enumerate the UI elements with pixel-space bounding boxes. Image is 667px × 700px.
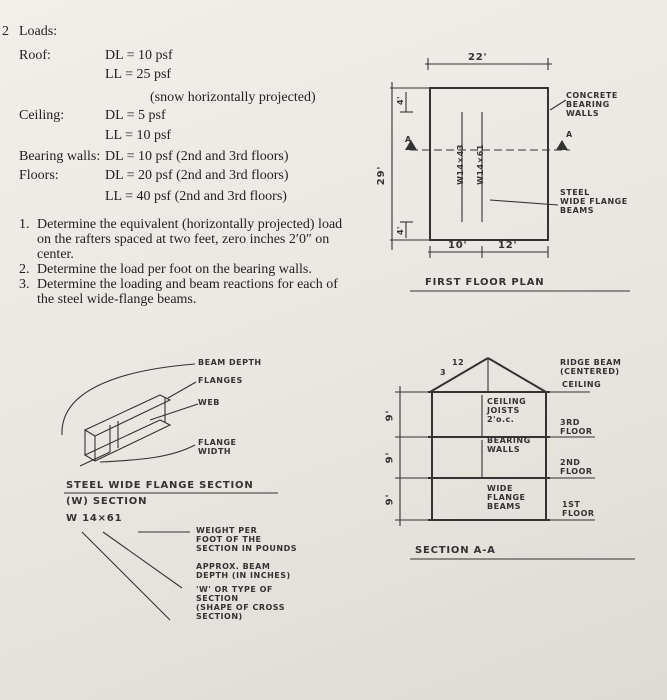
section-label-2nd: 2ND FLOOR (560, 458, 593, 476)
beam-label-flanges: FLANGES (198, 376, 243, 385)
roof-ll: LL = 25 psf (105, 67, 172, 82)
plan-dim-small-top: 4' (396, 95, 406, 106)
section-label-bearing: BEARING WALLS (487, 436, 531, 454)
plan-dim-bottom-right: 12' (498, 240, 518, 251)
beam-note-depth: APPROX. BEAM DEPTH (IN INCHES) (196, 562, 291, 580)
wide-flange-beam-drawing (61, 363, 278, 621)
section-label-1st: 1ST FLOOR (562, 500, 595, 518)
plan-dim-top: 22' (468, 52, 488, 63)
question-item: 2.Determine the load per foot on the bea… (19, 262, 312, 277)
ceiling-dl: DL = 5 psf (105, 108, 166, 123)
roof-note: (snow horizontally projected) (150, 90, 316, 105)
plan-label-steel: STEEL WIDE FLANGE BEAMS (560, 188, 628, 215)
roof-dl: DL = 10 psf (105, 48, 173, 63)
question-list: 1.Determine the equivalent (horizontally… (19, 217, 354, 307)
section-label-ceiling: CEILING (562, 380, 602, 389)
load-label-roof: Roof: (19, 48, 51, 63)
beam-note-type: 'W' OR TYPE OF SECTION (SHAPE OF CROSS S… (196, 585, 285, 621)
section-label-3rd: 3RD FLOOR (560, 418, 593, 436)
section-pitch: 12 (452, 358, 465, 367)
question-item: 3.Determine the loading and beam reactio… (19, 277, 338, 307)
plan-dim-small-bottom: 4' (396, 225, 406, 236)
beam-note-weight: WEIGHT PER FOOT OF THE SECTION IN POUNDS (196, 526, 298, 553)
plan-beam-label-2: W14×61 (475, 144, 485, 185)
beam-title: STEEL WIDE FLANGE SECTION (66, 480, 254, 491)
beam-subtitle: (W) SECTION (66, 496, 148, 507)
question-item: 1.Determine the equivalent (horizontally… (19, 217, 343, 262)
first-floor-plan-drawing (390, 58, 630, 292)
beam-label-flange-width: FLANGE WIDTH (198, 438, 237, 456)
section-label-wide: WIDE FLANGE BEAMS (487, 484, 526, 511)
section-dim-3: 9' (384, 493, 396, 506)
plan-title: FIRST FLOOR PLAN (425, 277, 545, 288)
plan-label-concrete: CONCRETE BEARING WALLS (566, 91, 618, 118)
plan-section-mark-left: A (405, 135, 412, 144)
load-label-bearing: Bearing walls: (19, 149, 101, 164)
section-pitch-rise: 3 (440, 368, 447, 377)
section-label-ridge: RIDGE BEAM (CENTERED) (560, 358, 622, 376)
beam-label-depth: BEAM DEPTH (198, 358, 262, 367)
floors-dl: DL = 20 psf (2nd and 3rd floors) (105, 168, 289, 183)
ceiling-ll: LL = 10 psf (105, 128, 172, 143)
section-aa-drawing (395, 357, 635, 560)
plan-section-mark: A (566, 130, 573, 139)
floors-ll: LL = 40 psf (2nd and 3rd floors) (105, 189, 287, 204)
bearing-dl: DL = 10 psf (2nd and 3rd floors) (105, 149, 289, 164)
load-label-floors: Floors: (19, 168, 59, 183)
plan-beam-label-1: W14×43 (455, 144, 465, 185)
beam-designation: W 14×61 (66, 513, 123, 524)
section-dim-2: 9' (384, 451, 396, 464)
beam-label-web: WEB (198, 398, 220, 407)
section-dim-1: 9' (384, 409, 396, 422)
load-label-ceiling: Ceiling: (19, 108, 65, 123)
section-label-joists: CEILING JOISTS 2'o.c. (487, 397, 527, 424)
problem-number: 2 (2, 24, 9, 39)
section-title: SECTION A-A (415, 545, 496, 556)
loads-heading: Loads: (19, 24, 58, 39)
plan-dim-left: 29' (376, 165, 388, 186)
plan-dim-bottom-left: 10' (448, 240, 468, 251)
